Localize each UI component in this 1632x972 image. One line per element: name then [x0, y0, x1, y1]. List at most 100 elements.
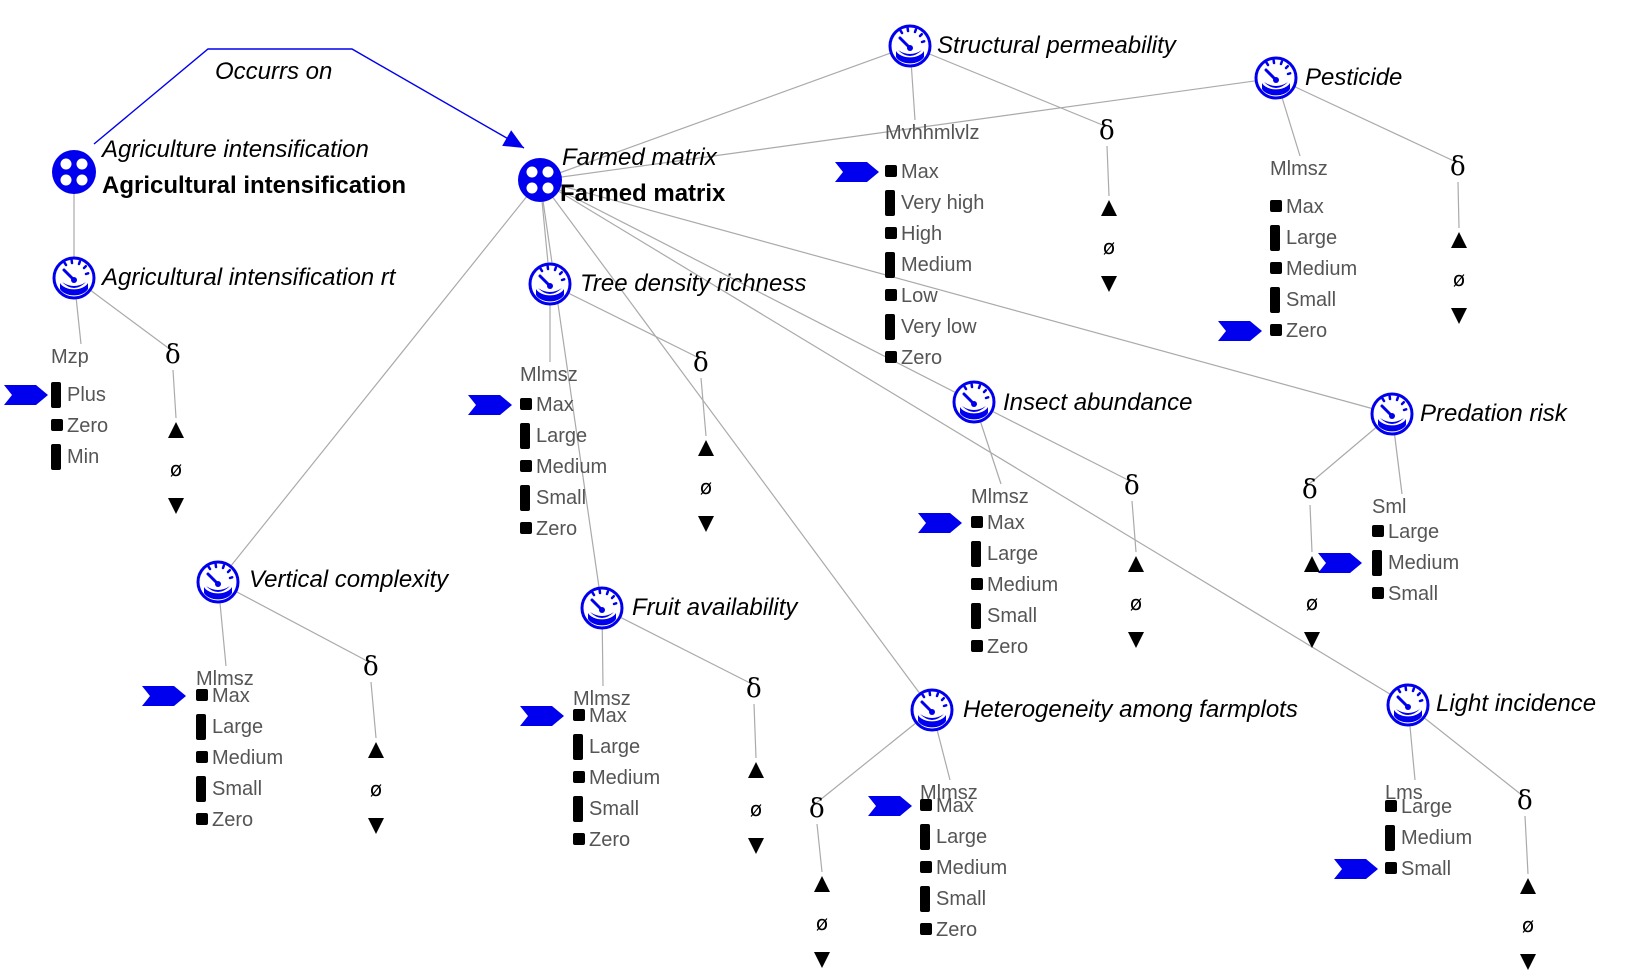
- quantity-name[interactable]: Predation risk: [1420, 400, 1567, 427]
- quantity-gauge-icon[interactable]: [1370, 392, 1414, 436]
- quantity-name[interactable]: Insect abundance: [1003, 389, 1193, 416]
- quantity-value-label: Large: [1401, 796, 1453, 818]
- derivative-zero-label: ø: [1103, 235, 1115, 259]
- derivative-stem: [1106, 145, 1110, 197]
- quantity-name[interactable]: Heterogeneity among farmplots: [963, 696, 1298, 723]
- quantity-gauge-icon[interactable]: [52, 256, 96, 300]
- quantity-name[interactable]: Vertical complexity: [249, 566, 449, 593]
- interval-value-icon: [51, 444, 61, 470]
- point-value-icon: [1270, 324, 1282, 336]
- quantity-gauge-icon[interactable]: [888, 24, 932, 68]
- derivative-zero-label: ø: [1453, 267, 1465, 291]
- derivative-link: [217, 581, 370, 663]
- entity-name[interactable]: Farmed matrix: [562, 144, 717, 171]
- quantity-value-label: Zero: [67, 415, 109, 437]
- quantity-value-label: Very high: [901, 192, 985, 214]
- point-value-icon: [971, 578, 983, 590]
- interval-value-icon: [1270, 287, 1280, 313]
- quantity-name[interactable]: Fruit availability: [632, 594, 798, 621]
- quantity-value-label: Max: [589, 705, 627, 727]
- derivative-zero-label: ø: [750, 797, 762, 821]
- quantity-value-label: Medium: [1286, 258, 1358, 280]
- quantity-gauge-icon[interactable]: [580, 586, 624, 630]
- point-value-icon: [971, 640, 983, 652]
- quantity-value-label: Max: [901, 161, 939, 183]
- quantity-space-name: Lms: [1385, 782, 1423, 804]
- point-value-icon: [520, 522, 532, 534]
- point-value-icon: [885, 289, 897, 301]
- quantity-space-name: Mlmsz: [196, 668, 254, 690]
- point-value-icon: [196, 813, 208, 825]
- quantity-gauge-icon[interactable]: [1254, 56, 1298, 100]
- derivative-down-icon: [368, 818, 384, 834]
- point-value-icon: [196, 689, 208, 701]
- interval-value-icon: [573, 734, 583, 760]
- quantity-space-name: Sml: [1372, 496, 1407, 518]
- quantity-name[interactable]: Pesticide: [1305, 64, 1403, 91]
- point-value-icon: [1385, 862, 1397, 874]
- current-value-marker-icon: [868, 796, 912, 816]
- derivative-down-icon: [1451, 308, 1467, 324]
- quantity-value-label: Small: [1286, 289, 1337, 311]
- quantity-value-label: Medium: [987, 574, 1059, 596]
- derivative-space: ø: [1128, 556, 1144, 648]
- derivative-stem: [370, 681, 377, 739]
- quantity-value-label: Small: [589, 798, 640, 820]
- quantity-value-label: Zero: [901, 347, 943, 369]
- interval-value-icon: [520, 485, 530, 511]
- quantity-gauge-icon[interactable]: [952, 380, 996, 424]
- quantity-name[interactable]: Agricultural intensification rt: [102, 264, 396, 291]
- quantity-value-label: Zero: [536, 518, 578, 540]
- interval-value-icon: [971, 603, 981, 629]
- quantity-space-name: Mzp: [51, 346, 89, 368]
- entity-quantity-link: [539, 77, 1277, 181]
- quantity-gauge-icon[interactable]: [196, 560, 240, 604]
- interval-value-icon: [51, 382, 61, 408]
- quantity-gauge-icon[interactable]: [528, 262, 572, 306]
- entity-quantity-link: [539, 179, 1393, 415]
- quantity-value-label: Medium: [936, 857, 1008, 879]
- current-value-marker-icon: [4, 385, 48, 405]
- derivative-label: δ: [363, 652, 379, 682]
- quantity-value-label: Zero: [936, 919, 978, 941]
- quantity-gauge-icon[interactable]: [1386, 683, 1430, 727]
- quantity-value-label: Medium: [212, 747, 284, 769]
- quantity-value-label: Large: [936, 826, 988, 848]
- derivative-up-icon: [1520, 878, 1536, 894]
- point-value-icon: [196, 751, 208, 763]
- quantity-space-name: Mlmsz: [573, 688, 631, 710]
- derivative-stem: [816, 823, 823, 873]
- entity-name[interactable]: Agriculture intensification: [102, 136, 369, 163]
- derivative-down-icon: [814, 952, 830, 968]
- derivative-stem: [172, 369, 177, 419]
- quantity-value-label: High: [901, 223, 943, 245]
- quantity-value-label: Plus: [67, 384, 106, 406]
- quantity-value-label: Small: [212, 778, 263, 800]
- quantity-value-label: Max: [936, 795, 974, 817]
- quantity-name[interactable]: Structural permeability: [937, 32, 1176, 59]
- derivative-stem: [1309, 504, 1313, 553]
- derivative-up-icon: [748, 762, 764, 778]
- quantity-gauge-icon[interactable]: [910, 688, 954, 732]
- quantity-value-label: Max: [1286, 196, 1324, 218]
- quantity-space-name: Mlmsz: [920, 782, 978, 804]
- quantity-value-label: Large: [1388, 521, 1440, 543]
- derivative-label: δ: [1450, 152, 1466, 182]
- quantity-value-label: Zero: [589, 829, 631, 851]
- derivative-down-icon: [1304, 632, 1320, 648]
- entity-type: Agricultural intensification: [102, 172, 407, 199]
- point-value-icon: [573, 709, 585, 721]
- derivative-stem: [1524, 815, 1529, 875]
- entity-icon[interactable]: [51, 149, 97, 195]
- interval-value-icon: [885, 252, 895, 278]
- derivative-label: δ: [693, 348, 709, 378]
- entity-icon[interactable]: [517, 157, 563, 203]
- quantity-name[interactable]: Light incidence: [1436, 690, 1597, 717]
- derivative-down-icon: [1101, 276, 1117, 292]
- point-value-icon: [573, 771, 585, 783]
- interval-value-icon: [1385, 825, 1395, 851]
- quantity-name[interactable]: Tree density richness: [580, 270, 807, 297]
- derivative-down-icon: [168, 498, 184, 514]
